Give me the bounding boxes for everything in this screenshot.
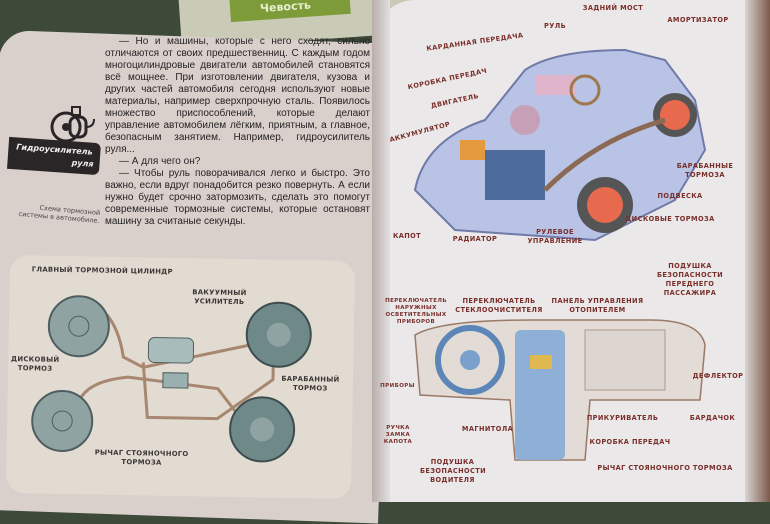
paragraph: — Чтобы руль поворачивался легко и быстр… [105,168,370,227]
book-spine [372,0,390,502]
label-parking-lever-dash: РЫЧАГ СТОЯНОЧНОГО ТОРМОЗА [597,464,733,472]
label-vacuum-booster: ВАКУУМНЫЙ УСИЛИТЕЛЬ [192,288,247,307]
label-disc-brakes: ДИСКОВЫЕ ТОРМОЗА [625,215,715,223]
label-shock: АМОРТИЗАТОР [667,16,729,24]
engine [510,105,540,135]
label-radiator: РАДИАТОР [452,235,498,243]
label-glovebox: БАРДАЧОК [689,414,736,422]
label-wheel: РУЛЬ [543,22,567,30]
battery [460,140,485,160]
power-steering-icon [50,106,95,143]
drum-brake-bottom [229,396,296,463]
steering-wheel [569,74,601,106]
vacuum-booster [147,337,195,364]
label-drum-brake: БАРАБАННЫЙ ТОРМОЗ [281,374,340,393]
power-steering-badge: Гидроусилитель руля [6,136,102,176]
gearbox [535,75,575,95]
label-parking-lever: РЫЧАГ СТОЯНОЧНОГО ТОРМОЗА [94,448,189,467]
label-rear-axle: ЗАДНИЙ МОСТ [582,4,644,12]
label-suspension: ПОДВЕСКА [657,192,703,200]
label-wiper-switch: ПЕРЕКЛЮЧАТЕЛЬ СТЕКЛООЧИСТИТЕЛЯ [455,297,543,314]
exhaust [543,117,666,192]
dashboard-drawing [414,319,706,461]
label-hood-latch: РУЧКА ЗАМКА КАПОТА [383,425,413,445]
page-edges [745,0,770,502]
label-lighter: ПРИКУРИВАТЕЛЬ [586,414,659,422]
center-console [515,330,565,460]
radiator [485,150,545,200]
paragraph: — Но и машины, которые с него сходят, си… [105,36,370,155]
paragraph: — А для чего он? [119,156,201,167]
radio-display [530,355,552,369]
label-passenger-airbag: ПОДУШКА БЕЗОПАСНОСТИ ПЕРЕДНЕГО ПАССАЖИРА [656,262,724,297]
label-drum-brakes: БАРАБАННЫЕ ТОРМОЗА [676,162,734,179]
label-heater-panel: ПАНЕЛЬ УПРАВЛЕНИЯ ОТОПИТЕЛЕМ [551,297,644,314]
label-instruments: ПРИБОРЫ [380,383,415,389]
label-gearbox-dash: КОРОБКА ПЕРЕДАЧ [589,438,671,446]
brake-system-diagram: ГЛАВНЫЙ ТОРМОЗНОЙ ЦИЛИНДР ВАКУУМНЫЙ УСИЛ… [5,255,356,499]
label-disc-brake: ДИСКОВЫЙ ТОРМОЗ [11,355,60,373]
label-driver-airbag: ПОДУШКА БЕЗОПАСНОСТИ ВОДИТЕЛЯ [420,458,487,484]
drum-brake [660,100,690,130]
disc-brake [587,187,623,223]
car-cutaway-drawing [413,48,707,242]
label-hood: КАПОТ [392,232,422,240]
disc-brake-rear [31,389,94,452]
drum-brake-top [245,301,312,368]
parking-brake-lever [162,372,189,389]
body-text: — Но и машины, которые с него сходят, си… [105,36,370,228]
steering-wheel [435,325,505,395]
glovebox [584,329,666,391]
label-steering: РУЛЕВОЕ УПРАВЛЕНИЕ [527,228,583,245]
label-radio: МАГНИТОЛА [461,425,514,433]
label-deflector: ДЕФЛЕКТОР [692,372,744,380]
disc-brake-front [47,295,110,358]
brake-system-drawing [31,295,312,463]
label-lights-switch: ПЕРЕКЛЮЧАТЕЛЬ НАРУЖНЫХ ОСВЕТИТЕЛЬНЫХ ПРИ… [385,298,447,325]
